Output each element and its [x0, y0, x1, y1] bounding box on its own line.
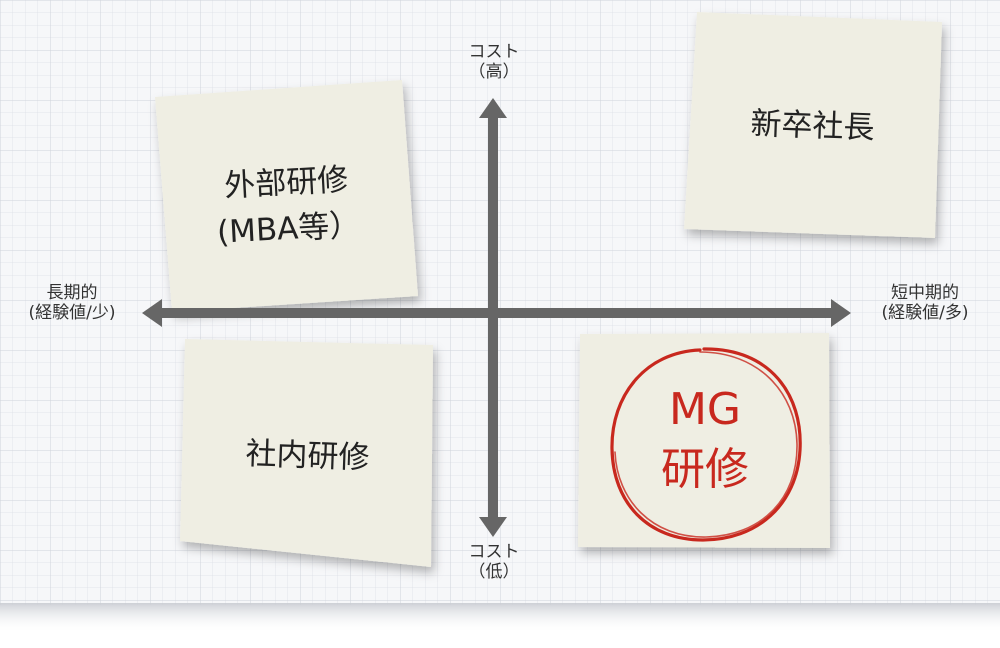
axis-label-right-line2: (経験値/多)	[881, 303, 969, 323]
note-bottom-left	[180, 339, 433, 567]
note-top-right-text: 新卒社長	[699, 102, 925, 150]
axis-label-top-line1: コスト	[468, 42, 520, 62]
note-bottom-right	[578, 333, 830, 548]
axis-label-right: 短中期的 (経験値/多)	[852, 283, 998, 323]
axis-label-top-line2: （高）	[468, 62, 520, 82]
note-bottom-left-text: 社内研修	[194, 432, 420, 480]
note-top-left-text: 外部研修 (MBA等）	[173, 154, 403, 258]
axis-label-bottom: コスト （低）	[452, 542, 536, 582]
axis-label-right-line1: 短中期的	[891, 283, 959, 303]
axis-label-left-line1: 長期的	[46, 283, 98, 303]
axis-label-left-line2: (経験値/少)	[28, 303, 116, 323]
note-bottom-right-line1: MG	[668, 384, 742, 435]
highlight-circle	[610, 347, 802, 542]
axis-label-bottom-line1: コスト	[468, 542, 520, 562]
board-bottom-shadow	[0, 603, 1000, 633]
axis-label-bottom-line2: （低）	[468, 562, 520, 582]
note-top-left	[155, 80, 418, 312]
note-top-right	[684, 12, 942, 238]
note-top-right-line1: 新卒社長	[749, 105, 876, 147]
axis-label-top: コスト （高）	[452, 42, 536, 82]
note-bottom-left-line1: 社内研修	[244, 435, 371, 477]
note-bottom-right-line2: 研修	[661, 444, 749, 495]
vertical-axis	[479, 98, 507, 537]
note-bottom-right-text: MG 研修	[605, 380, 805, 500]
axis-label-left: 長期的 (経験値/少)	[2, 283, 142, 323]
